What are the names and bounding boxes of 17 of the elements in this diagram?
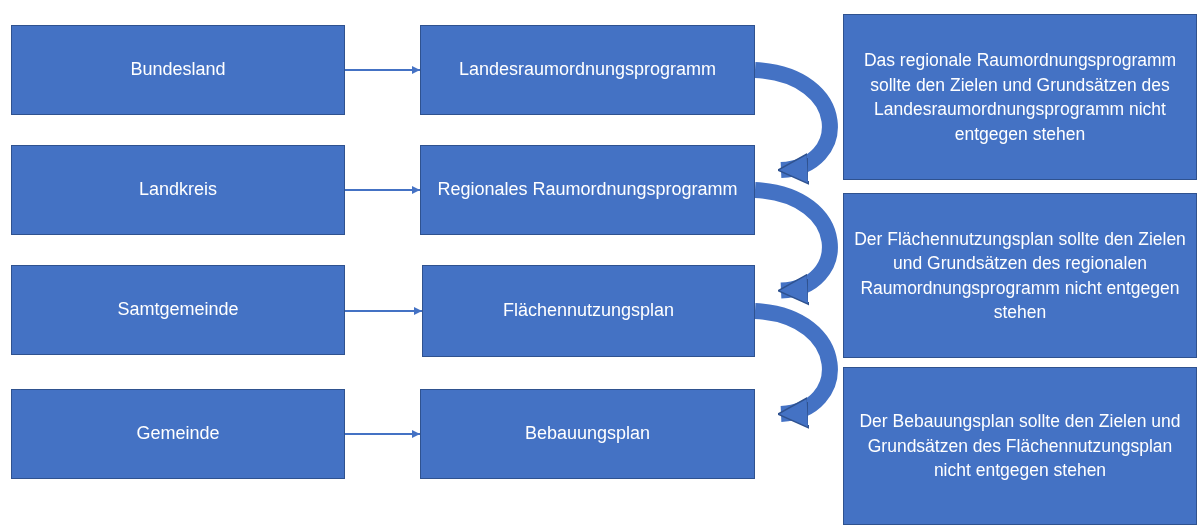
process-box: Samtgemeinde <box>11 265 345 355</box>
note-box: Der Bebauungsplan sollte den Zielen und Grundsätzen des Flächennutzungsplan nicht entgegen stehen <box>843 367 1197 525</box>
process-box: Bebauungsplan <box>420 389 755 479</box>
process-box: Regionales Raumordnungsprogramm <box>420 145 755 235</box>
arrow <box>344 307 423 315</box>
process-box: Flächennutzungsplan <box>422 265 755 357</box>
note-box: Der Flächennutzungsplan sollte den Zielen und Grundsätzen des regionalen Raumordnungsprogramm nicht entgegen stehen <box>843 193 1197 358</box>
process-box: Gemeinde <box>11 389 345 479</box>
note-box: Das regionale Raumordnungsprogramm sollte den Zielen und Grundsätzen des Landesraumordnungsprogramm nicht entgegen stehen <box>843 14 1197 180</box>
process-box: Landkreis <box>11 145 345 235</box>
process-box: Landesraumordnungsprogramm <box>420 25 755 115</box>
arrow <box>344 430 421 438</box>
process-box: Bundesland <box>11 25 345 115</box>
arrow <box>344 66 421 74</box>
curved-arrow <box>753 303 838 426</box>
arrow <box>344 186 421 194</box>
curved-arrow <box>753 62 838 182</box>
